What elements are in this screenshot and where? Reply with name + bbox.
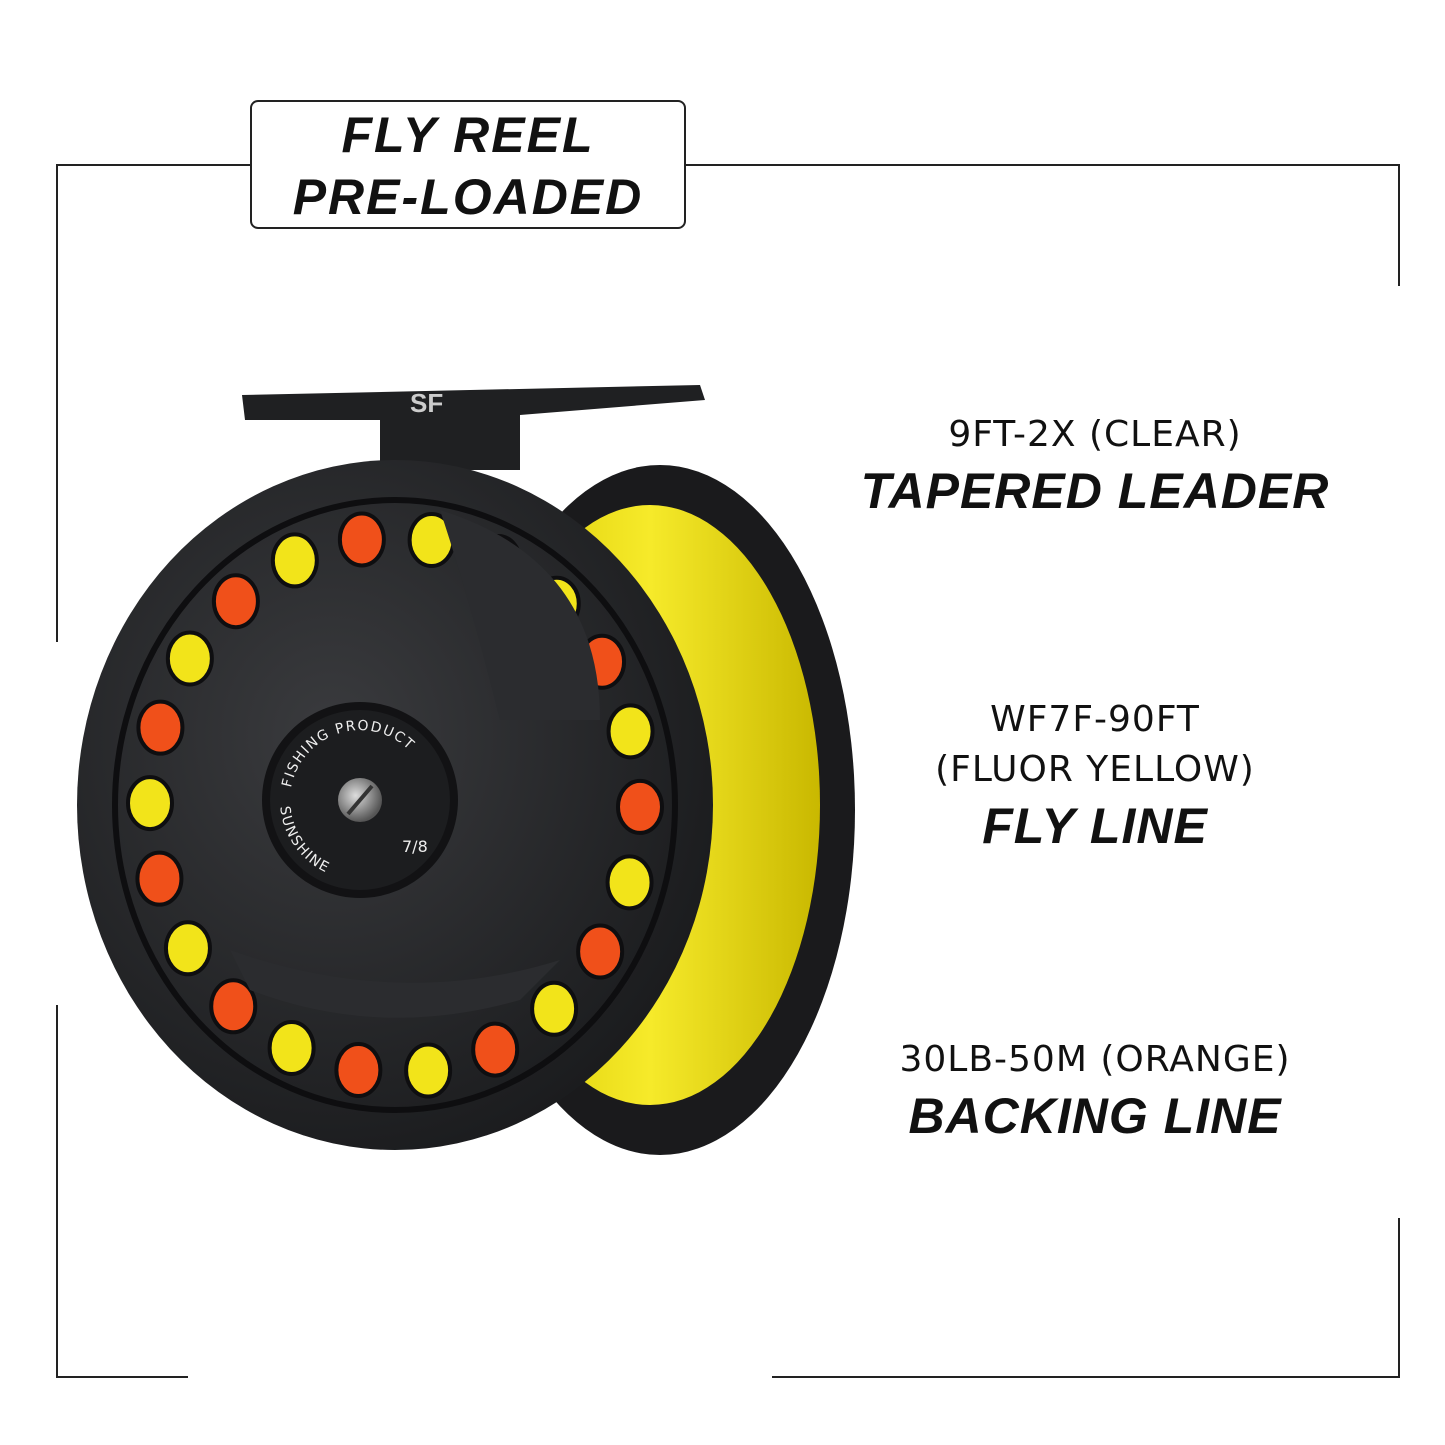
line-hole xyxy=(337,511,386,568)
sf-logo: SF xyxy=(410,388,443,418)
line-hole xyxy=(605,854,654,911)
frame-right-lower xyxy=(1398,1218,1400,1378)
frame-bottom-right xyxy=(772,1376,1400,1378)
spec-backing-line: 30LB-50M (ORANGE) BACKING LINE xyxy=(820,1035,1370,1147)
spec-label: BACKING LINE xyxy=(908,1088,1282,1144)
frame-top-right xyxy=(684,164,1400,166)
spec-detail: 9FT-2X (CLEAR) xyxy=(948,414,1242,455)
frame-right-upper xyxy=(1398,164,1400,286)
frame-top-left xyxy=(56,164,250,166)
frame-bottom-left xyxy=(56,1376,188,1378)
line-hole xyxy=(615,778,664,835)
spec-detail: 30LB-50M (ORANGE) xyxy=(899,1039,1291,1080)
frame-left-upper xyxy=(56,164,58,642)
line-hole xyxy=(270,532,319,589)
line-hole xyxy=(165,630,214,687)
spec-label: TAPERED LEADER xyxy=(860,463,1330,519)
title-badge: FLY REEL PRE-LOADED xyxy=(250,100,686,229)
line-hole xyxy=(163,920,212,977)
frame-left-lower xyxy=(56,1005,58,1378)
spec-tapered-leader: 9FT-2X (CLEAR) TAPERED LEADER xyxy=(820,410,1370,522)
line-hole xyxy=(404,1042,453,1099)
line-hole xyxy=(267,1019,316,1076)
line-hole xyxy=(530,980,579,1037)
spec-detail: (FLUOR YELLOW) xyxy=(935,749,1255,790)
knob-size: 7/8 xyxy=(402,837,428,856)
line-hole xyxy=(576,923,625,980)
line-hole xyxy=(471,1021,520,1078)
fly-reel-image: SF FISHING PRODUCT SUNSHINE 7/8 xyxy=(77,385,855,1155)
line-hole xyxy=(606,703,655,760)
spec-detail: WF7F-90FT xyxy=(990,699,1200,740)
title-line-2: PRE-LOADED xyxy=(292,169,644,225)
logo-text: SF xyxy=(410,388,443,418)
spec-label: FLY LINE xyxy=(982,798,1208,854)
line-hole xyxy=(126,775,175,832)
line-hole xyxy=(209,978,258,1035)
reel-foot xyxy=(242,385,705,470)
line-hole xyxy=(334,1041,383,1098)
spec-fly-line: WF7F-90FT (FLUOR YELLOW) FLY LINE xyxy=(820,695,1370,857)
line-hole xyxy=(135,850,184,907)
line-hole xyxy=(211,573,260,630)
title-line-1: FLY REEL xyxy=(341,107,595,163)
line-hole xyxy=(136,699,185,756)
